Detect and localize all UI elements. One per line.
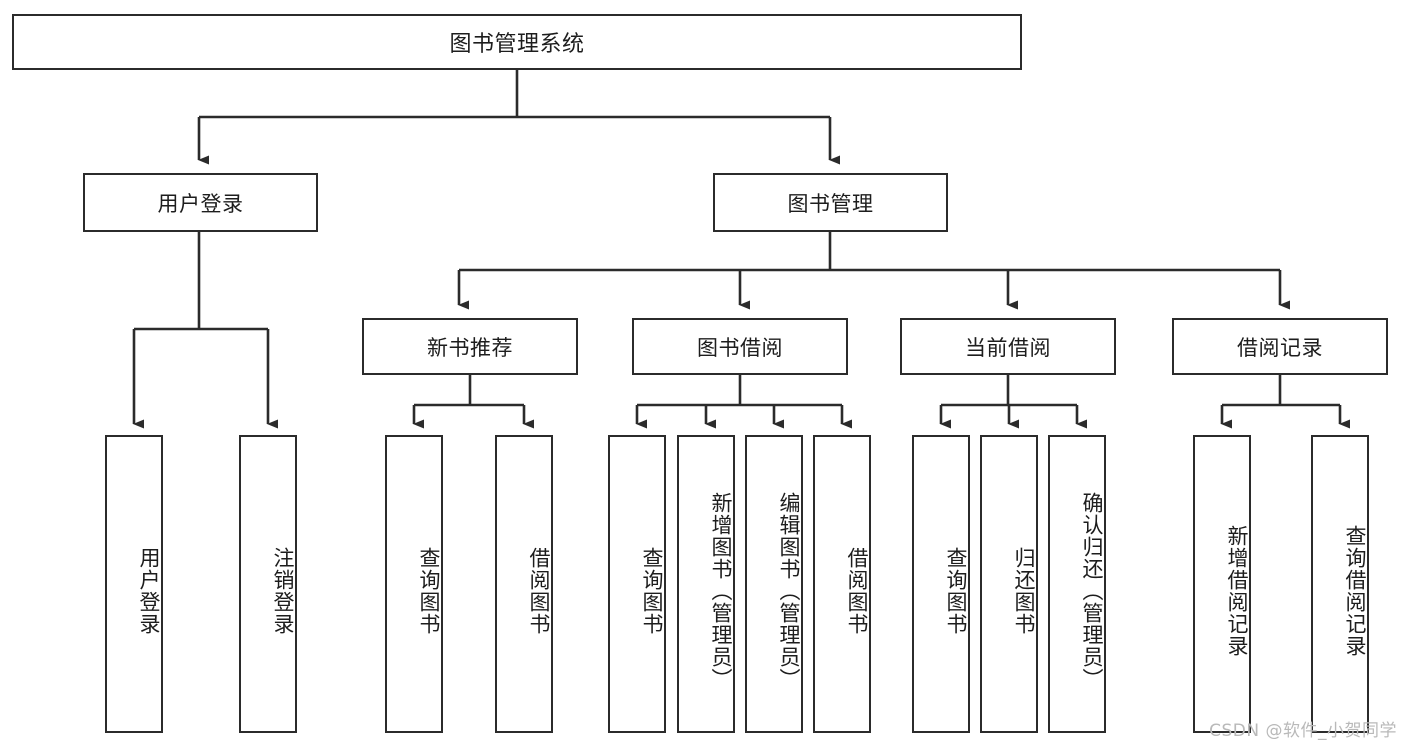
node-label: 查询图书 <box>944 547 968 635</box>
node-label: 用户登录 <box>137 547 161 635</box>
node-label: 新增借阅记录 <box>1225 525 1249 657</box>
node-label: 查询图书 <box>417 547 441 635</box>
node-label: 借阅图书 <box>527 547 551 635</box>
csdn-watermark: CSDN @软件_小贺同学 <box>1209 721 1397 741</box>
node-leaf-borrow-query[interactable]: 查询图书 <box>608 435 666 733</box>
node-leaf-records-add[interactable]: 新增借阅记录 <box>1193 435 1251 733</box>
node-label: 查询借阅记录 <box>1343 525 1367 657</box>
node-borrow-records[interactable]: 借阅记录 <box>1172 318 1388 375</box>
node-leaf-current-query[interactable]: 查询图书 <box>912 435 970 733</box>
node-user-login[interactable]: 用户登录 <box>83 173 318 232</box>
node-label: 图书借阅 <box>697 335 783 360</box>
node-label: 编辑图书（管理员） <box>777 492 801 690</box>
node-root-book-management-system[interactable]: 图书管理系统 <box>12 14 1022 70</box>
node-leaf-user-login-login[interactable]: 用户登录 <box>105 435 163 733</box>
node-leaf-new-book-query[interactable]: 查询图书 <box>385 435 443 733</box>
node-leaf-records-query[interactable]: 查询借阅记录 <box>1311 435 1369 733</box>
node-label: 归还图书 <box>1012 547 1036 635</box>
node-label: 新书推荐 <box>427 335 513 360</box>
node-label: 新增图书（管理员） <box>709 492 733 690</box>
node-leaf-current-confirm-return[interactable]: 确认归还（管理员） <box>1048 435 1106 733</box>
node-label: 确认归还（管理员） <box>1080 492 1104 690</box>
node-label: 图书管理 <box>787 191 874 216</box>
node-leaf-current-return[interactable]: 归还图书 <box>980 435 1038 733</box>
node-label: 当前借阅 <box>965 335 1051 360</box>
node-leaf-borrow-add-book[interactable]: 新增图书（管理员） <box>677 435 735 733</box>
node-leaf-user-login-logout[interactable]: 注销登录 <box>239 435 297 733</box>
node-leaf-borrow-borrow-book[interactable]: 借阅图书 <box>813 435 871 733</box>
node-leaf-borrow-edit-book[interactable]: 编辑图书（管理员） <box>745 435 803 733</box>
node-book-borrow[interactable]: 图书借阅 <box>632 318 848 375</box>
node-label: 借阅图书 <box>845 547 869 635</box>
node-new-book-recommend[interactable]: 新书推荐 <box>362 318 578 375</box>
node-label: 用户登录 <box>157 191 244 216</box>
node-label: 注销登录 <box>271 547 295 635</box>
node-current-borrow[interactable]: 当前借阅 <box>900 318 1116 375</box>
node-label: 借阅记录 <box>1237 335 1323 360</box>
node-book-management[interactable]: 图书管理 <box>713 173 948 232</box>
node-label: 图书管理系统 <box>449 32 585 57</box>
node-label: 查询图书 <box>640 547 664 635</box>
node-leaf-new-book-borrow[interactable]: 借阅图书 <box>495 435 553 733</box>
